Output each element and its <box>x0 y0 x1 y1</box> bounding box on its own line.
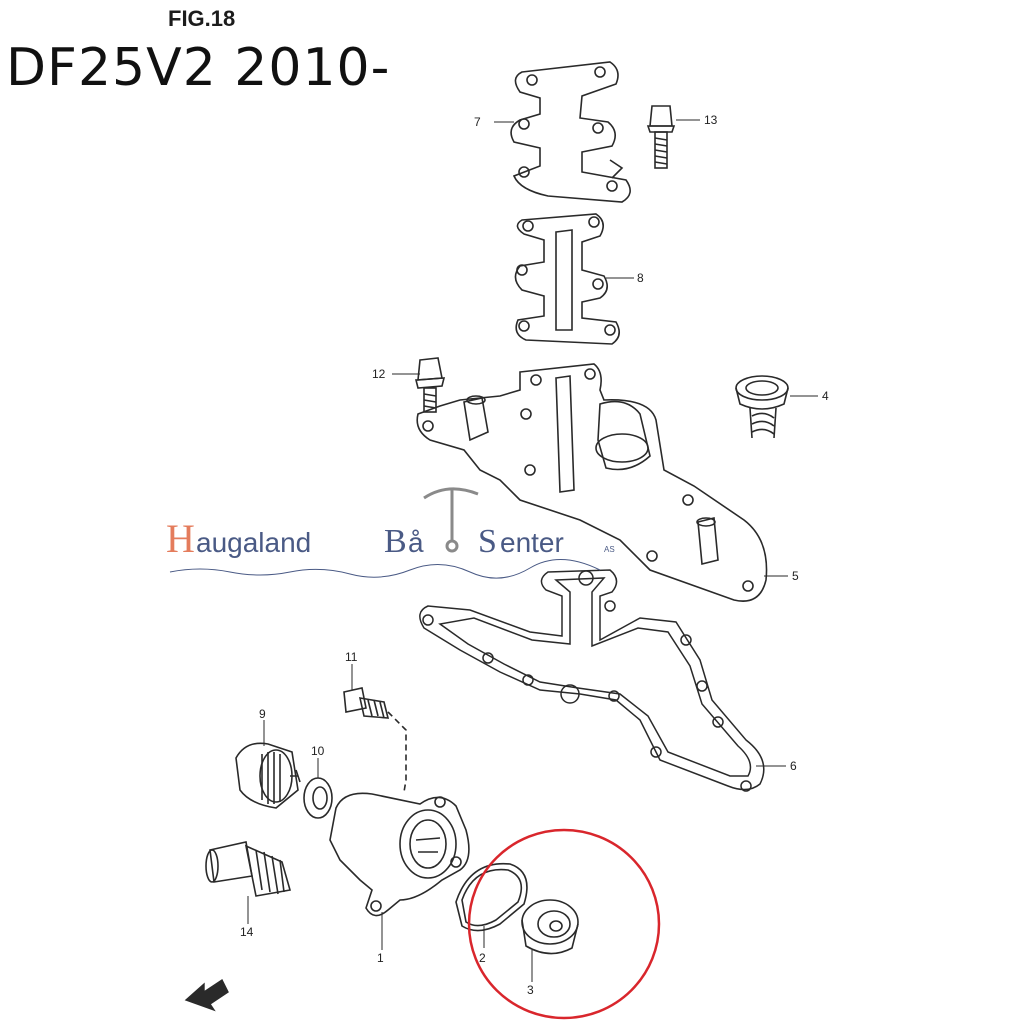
anchor-icon <box>423 487 479 553</box>
part-14-plug <box>205 841 292 897</box>
part-1-valve-housing <box>329 792 470 917</box>
callout-12: 12 <box>372 367 386 381</box>
callout-14: 14 <box>240 925 254 939</box>
part-8-gasket <box>514 213 620 345</box>
part-12-bolt <box>414 357 446 413</box>
part-2-o-ring <box>455 862 528 932</box>
part-4-thermostat <box>735 375 789 439</box>
callout-3: 3 <box>527 983 534 997</box>
watermark-word-a: å <box>408 527 424 558</box>
watermark-letter-b: B <box>384 523 407 560</box>
callout-7: 7 <box>474 115 481 129</box>
part-10-washer <box>303 777 333 819</box>
callout-10: 10 <box>311 744 325 758</box>
part-3-seal <box>521 899 579 955</box>
callout-1: 1 <box>377 951 384 965</box>
callout-5: 5 <box>792 569 799 583</box>
callout-11: 11 <box>345 650 358 664</box>
watermark-letter-s: S <box>478 523 497 560</box>
callout-13: 13 <box>704 113 718 127</box>
leader-lines <box>247 119 818 982</box>
watermark-letter-h: H <box>166 516 195 561</box>
callout-8: 8 <box>637 271 644 285</box>
watermark-word-enter: enter <box>500 527 564 558</box>
callout-9: 9 <box>259 707 266 721</box>
part-13-bolt <box>646 105 676 169</box>
callout-4: 4 <box>822 389 829 403</box>
callout-labels: 1 2 3 4 5 6 7 8 9 10 11 12 13 14 <box>240 113 829 997</box>
front-direction-arrow-icon <box>184 978 229 1012</box>
highlight-circle <box>467 828 661 1020</box>
callout-2: 2 <box>479 951 486 965</box>
part-5-housing-cover <box>416 363 768 602</box>
model-title: DF25V2 2010- <box>6 38 391 98</box>
figure-number: FIG.18 <box>168 6 236 31</box>
callout-6: 6 <box>790 759 797 773</box>
part-11-bolt <box>343 687 407 793</box>
watermark-suffix: AS <box>604 545 615 554</box>
watermark-wave <box>169 559 601 579</box>
part-7-cover-plate <box>510 61 631 203</box>
watermark-word-haugaland: augaland <box>196 527 311 558</box>
part-6-large-gasket <box>419 569 765 792</box>
watermark-logo: H augaland B å S enter AS <box>166 487 615 579</box>
part-9-cap <box>235 742 301 809</box>
